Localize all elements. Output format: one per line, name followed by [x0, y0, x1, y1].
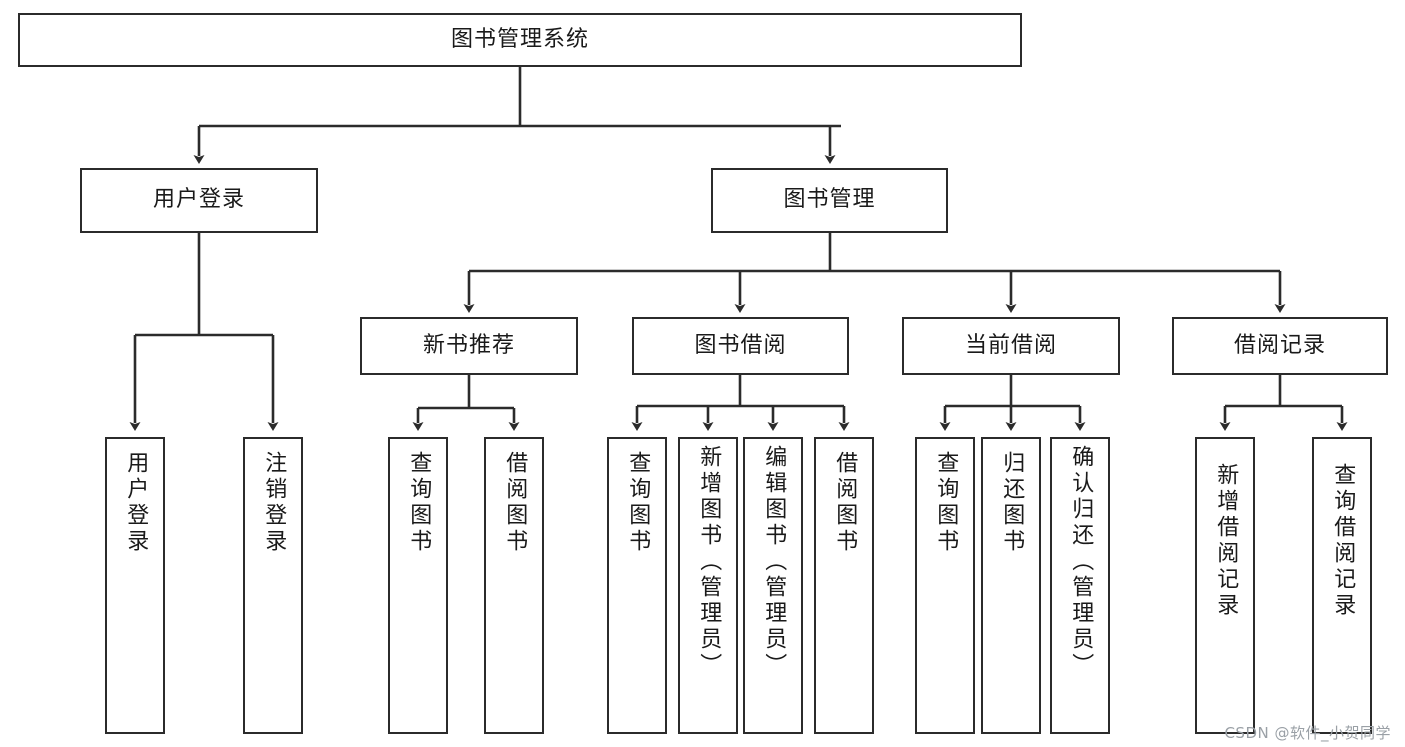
node-user-login-label: 用户登录 [152, 187, 245, 213]
watermark: CSDN @软件_小贺同学 [1224, 724, 1391, 742]
node-user-login[interactable]: 用户登录 [80, 168, 318, 233]
node-leaf-query-record-label: 查询借阅记录 [1330, 463, 1356, 619]
node-current-borrow[interactable]: 当前借阅 [902, 317, 1120, 375]
node-leaf-confirm-return[interactable]: 确认归还（管理员） [1050, 437, 1110, 734]
node-new-book-recommend-label: 新书推荐 [422, 332, 515, 358]
node-leaf-add-book-label: 新增图书（管理员） [696, 445, 722, 679]
node-leaf-query-book-1-label: 查询图书 [406, 451, 432, 555]
node-book-borrow-label: 图书借阅 [694, 332, 787, 358]
node-new-book-recommend[interactable]: 新书推荐 [360, 317, 578, 375]
node-leaf-user-login[interactable]: 用户登录 [105, 437, 165, 734]
node-root[interactable]: 图书管理系统 [18, 13, 1022, 67]
node-leaf-add-record-label: 新增借阅记录 [1213, 463, 1239, 619]
node-leaf-add-record[interactable]: 新增借阅记录 [1195, 437, 1255, 734]
node-leaf-query-record[interactable]: 查询借阅记录 [1312, 437, 1372, 734]
node-leaf-return-book-label: 归还图书 [999, 451, 1025, 555]
node-leaf-query-book-3-label: 查询图书 [933, 451, 959, 555]
node-leaf-edit-book-label: 编辑图书（管理员） [761, 445, 787, 679]
node-borrow-record-label: 借阅记录 [1233, 332, 1326, 358]
node-leaf-query-book-2[interactable]: 查询图书 [607, 437, 667, 734]
node-borrow-record[interactable]: 借阅记录 [1172, 317, 1388, 375]
node-leaf-query-book-3[interactable]: 查询图书 [915, 437, 975, 734]
node-leaf-confirm-return-label: 确认归还（管理员） [1068, 445, 1094, 679]
node-leaf-user-login-label: 用户登录 [123, 451, 149, 555]
node-leaf-borrow-book-2-label: 借阅图书 [832, 451, 858, 555]
node-leaf-borrow-book-2[interactable]: 借阅图书 [814, 437, 874, 734]
node-book-management-label: 图书管理 [783, 187, 876, 213]
node-root-label: 图书管理系统 [450, 26, 589, 52]
node-leaf-borrow-book-1[interactable]: 借阅图书 [484, 437, 544, 734]
node-book-borrow[interactable]: 图书借阅 [632, 317, 849, 375]
node-leaf-query-book-2-label: 查询图书 [625, 451, 651, 555]
node-current-borrow-label: 当前借阅 [964, 332, 1057, 358]
node-leaf-logout-login[interactable]: 注销登录 [243, 437, 303, 734]
node-leaf-edit-book[interactable]: 编辑图书（管理员） [743, 437, 803, 734]
node-leaf-borrow-book-1-label: 借阅图书 [502, 451, 528, 555]
node-leaf-return-book[interactable]: 归还图书 [981, 437, 1041, 734]
node-leaf-logout-login-label: 注销登录 [261, 451, 287, 555]
node-leaf-query-book-1[interactable]: 查询图书 [388, 437, 448, 734]
node-book-management[interactable]: 图书管理 [711, 168, 948, 233]
node-leaf-add-book[interactable]: 新增图书（管理员） [678, 437, 738, 734]
